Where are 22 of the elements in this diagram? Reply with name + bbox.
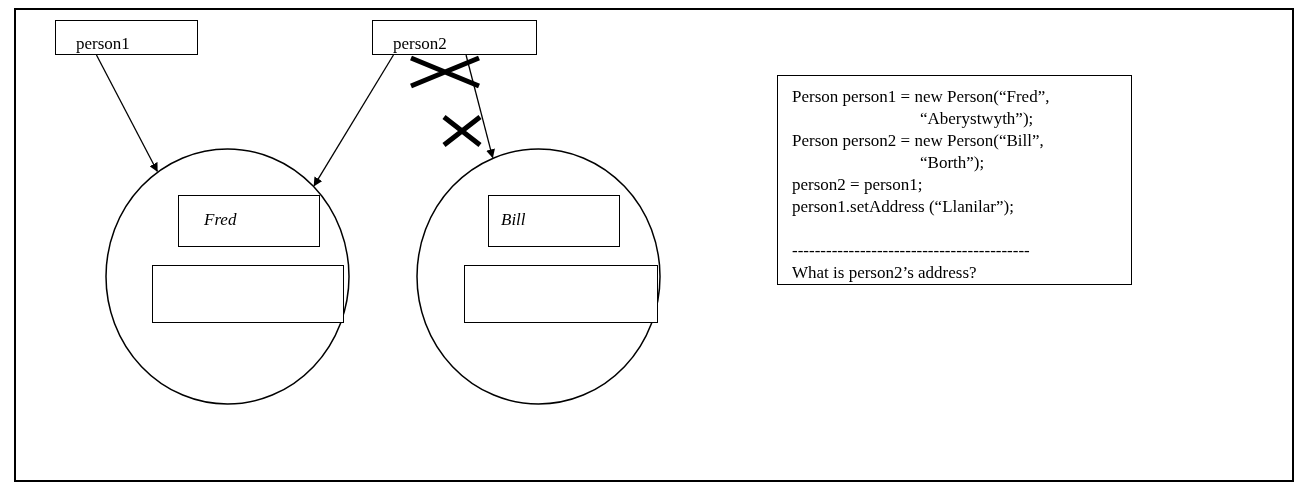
label-text: person1 <box>76 34 130 54</box>
object-oval <box>416 148 661 405</box>
arrow <box>313 54 395 187</box>
code-line: person2 = person1; <box>792 174 924 196</box>
divider-text: ------------------------------------------ <box>792 240 1031 262</box>
variable-box <box>372 20 537 55</box>
label-text: person2 <box>393 34 447 54</box>
field-box <box>178 195 320 247</box>
code-line: Person person2 = new Person(“Bill”, “Borth”); <box>792 130 1045 174</box>
arrow <box>95 54 158 173</box>
arrow <box>465 54 495 159</box>
field-box <box>464 265 658 323</box>
code-line: Person person1 = new Person(“Fred”, “Aberystwyth”); <box>792 86 1051 130</box>
code-panel <box>777 75 1132 285</box>
label-text: Bill <box>501 210 526 230</box>
code-line: person1.setAddress (“Llanilar”); <box>792 196 1015 218</box>
variable-box <box>55 20 198 55</box>
label-text: Fred <box>204 210 237 230</box>
object-oval <box>105 148 350 405</box>
field-box <box>488 195 620 247</box>
question-text: What is person2’s address? <box>792 262 978 284</box>
field-box <box>152 265 344 323</box>
